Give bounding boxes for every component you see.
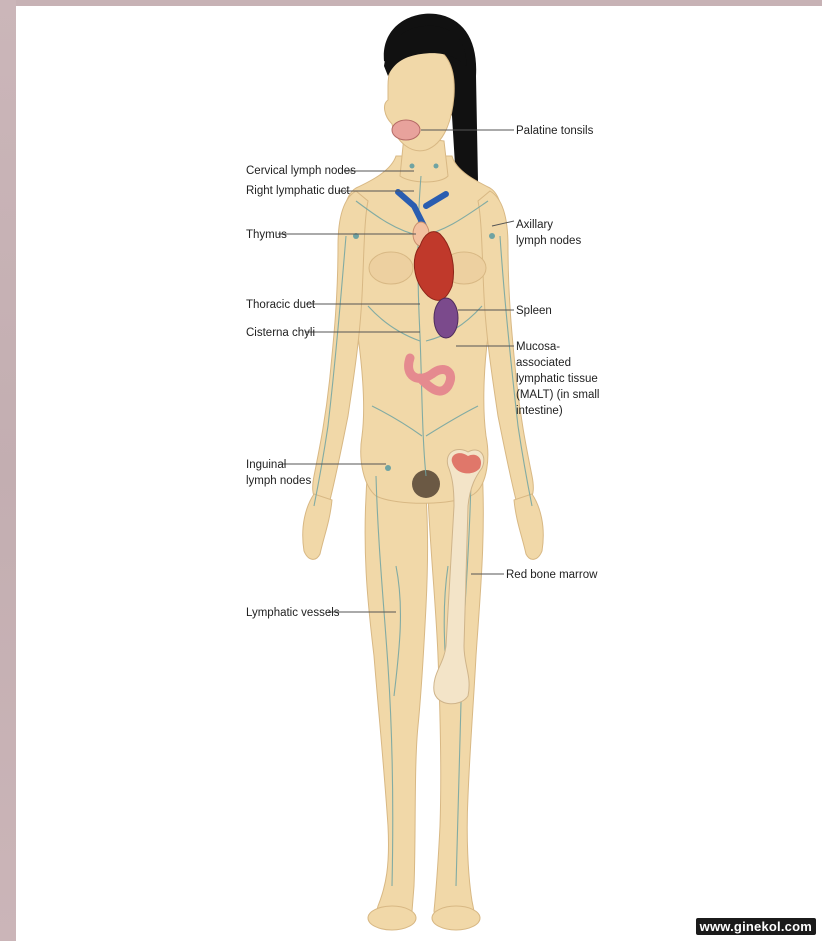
label-thymus: Thymus: [246, 229, 287, 241]
left-leg: [365, 466, 427, 924]
label-right-lymphatic-duct: Right lymphatic duct: [246, 185, 350, 197]
label-red-bone-marrow: Red bone marrow: [506, 569, 598, 581]
spleen-organ: [434, 298, 458, 338]
label-inguinal-line1: Inguinal: [246, 459, 286, 471]
left-hand: [514, 494, 543, 559]
label-malt-line4: (MALT) (in small: [516, 389, 599, 401]
label-inguinal-line2: lymph nodes: [246, 475, 311, 487]
label-axillary-line1: Axillary: [516, 219, 553, 231]
label-cervical-lymph-nodes: Cervical lymph nodes: [246, 165, 356, 177]
breast-right: [369, 252, 413, 284]
watermark: www.ginekol.com: [696, 918, 816, 935]
label-axillary-line2: lymph nodes: [516, 235, 581, 247]
label-thoracic-duct: Thoracic duct: [246, 299, 316, 311]
label-malt-line5: intestine): [516, 405, 563, 417]
palatine-tonsil: [392, 120, 420, 140]
left-foot: [368, 906, 416, 930]
label-lymphatic-vessels: Lymphatic vessels: [246, 607, 340, 619]
label-spleen: Spleen: [516, 305, 552, 317]
label-malt-line3: lymphatic tissue: [516, 373, 598, 385]
right-foot: [432, 906, 480, 930]
figure-card: Palatine tonsils Cervical lymph nodes Ri…: [16, 6, 822, 941]
label-cisterna-chyli: Cisterna chyli: [246, 327, 315, 339]
label-malt-line1: Mucosa-: [516, 341, 560, 353]
background-frame-left: [0, 0, 16, 941]
lymphatic-system-illustration: Palatine tonsils Cervical lymph nodes Ri…: [16, 6, 822, 941]
human-figure: [303, 14, 544, 930]
label-palatine-tonsils: Palatine tonsils: [516, 125, 594, 137]
right-hand: [303, 494, 332, 559]
label-malt-line2: associated: [516, 357, 571, 369]
